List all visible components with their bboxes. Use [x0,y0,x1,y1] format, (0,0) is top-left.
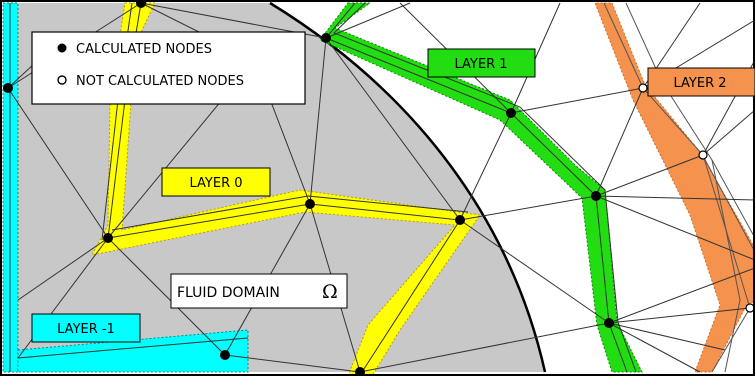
layer-1-label: LAYER 1 [454,57,507,72]
legend-calculated-marker [57,43,67,53]
legend-not-calculated-label: NOT CALCULATED NODES [76,74,244,89]
node-calculated [591,191,601,201]
node-calculated [506,108,516,118]
layer-minus-1-label: LAYER -1 [57,322,115,337]
node-calculated [455,215,465,225]
legend-box [31,31,306,105]
layer-2-edge-a [603,2,755,253]
node-calculated [321,33,331,43]
layer-minus-1-edge-b [17,337,249,359]
layer-2-edge-d [711,159,741,373]
layer-0-edge-c [111,195,469,231]
node-calculated [103,233,113,243]
layer-0-label-box [161,167,271,197]
node-not-calculated [698,150,708,160]
fluid-domain-label-group: FLUID DOMAIN Ω [170,273,348,309]
calculated-nodes [3,0,614,376]
node-calculated [355,367,365,376]
layer-2-label-group: LAYER 2 [647,67,755,97]
fluid-domain-label-box [170,273,348,309]
layer-minus-1-label-box [31,313,141,343]
layer-minus-1-label-group: LAYER -1 [31,313,141,343]
layer-1-label-box [427,48,536,78]
layer-2-label-box [647,67,755,97]
layer-2-label: LAYER 2 [673,76,726,91]
layer-minus-1-bottom-band [17,329,249,373]
legend: CALCULATED NODES NOT CALCULATED NODES [31,31,306,105]
node-calculated [220,350,230,360]
layer-1-edge-a [325,2,628,373]
layer-1-label-group: LAYER 1 [427,48,536,78]
node-calculated [604,318,614,328]
node-calculated [305,199,315,209]
legend-calculated-label: CALCULATED NODES [76,42,212,57]
legend-not-calculated-marker [57,75,67,85]
omega-symbol: Ω [322,281,338,303]
layer-1-edge-b [333,2,637,373]
layer-0-label-group: LAYER 0 [161,167,271,197]
node-not-calculated [638,83,648,93]
node-not-calculated [745,303,755,313]
fluid-domain-label: FLUID DOMAIN [177,285,280,301]
node-calculated [3,83,13,93]
layer-0-label: LAYER 0 [189,176,242,191]
